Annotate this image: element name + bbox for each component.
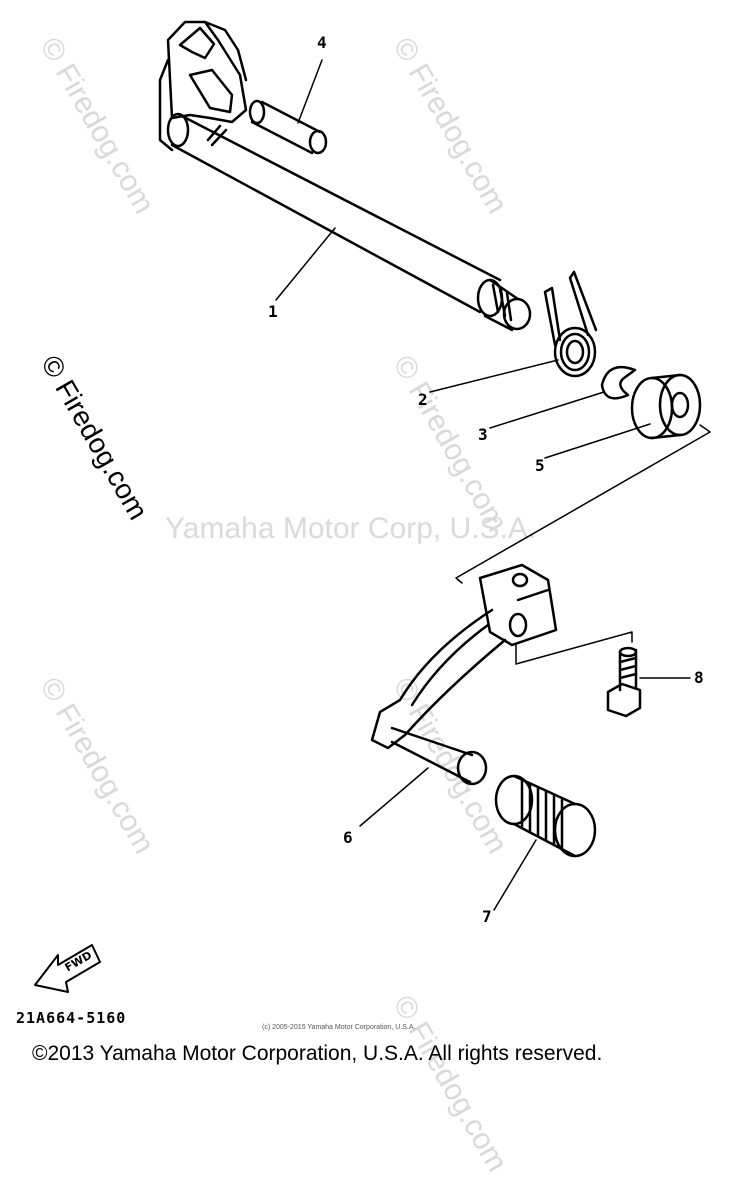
callout-1: 1	[268, 302, 278, 321]
callout-6: 6	[343, 828, 353, 847]
callout-3: 3	[478, 425, 488, 444]
callout-7: 7	[482, 907, 492, 926]
leader-3	[489, 391, 605, 429]
leader-5	[544, 423, 651, 459]
leader-7	[493, 839, 537, 911]
spring-part-2	[543, 270, 598, 378]
pedal-rubber-part-7	[494, 774, 597, 858]
pin-part-4	[248, 59, 328, 155]
bolt-part-8	[606, 646, 642, 718]
corp-watermark: Yamaha Motor Corp, U.S.A.	[165, 512, 537, 545]
shift-arm-part-6	[370, 563, 558, 786]
leader-2	[429, 359, 559, 393]
assembly-line-upper	[455, 424, 711, 584]
footer-copyright: ©2013 Yamaha Motor Corporation, U.S.A. A…	[32, 1042, 603, 1065]
fwd-arrow-icon	[34, 944, 101, 993]
circlip-part-3	[600, 365, 637, 400]
leader-6	[359, 767, 429, 827]
part-code: 21A664-5160	[16, 1009, 127, 1027]
shift-shaft-diagram	[34, 20, 711, 993]
callout-5: 5	[535, 456, 545, 475]
callout-2: 2	[418, 390, 428, 409]
leader-1	[275, 227, 336, 301]
callout-4: 4	[317, 33, 327, 52]
callout-8: 8	[694, 668, 704, 687]
shift-shaft-part-1	[158, 20, 532, 332]
oil-seal-part-5	[630, 373, 702, 440]
small-copyright: (c) 2005-2015 Yamaha Motor Corporation, …	[262, 1024, 416, 1031]
assembly-line-lower	[515, 631, 633, 665]
